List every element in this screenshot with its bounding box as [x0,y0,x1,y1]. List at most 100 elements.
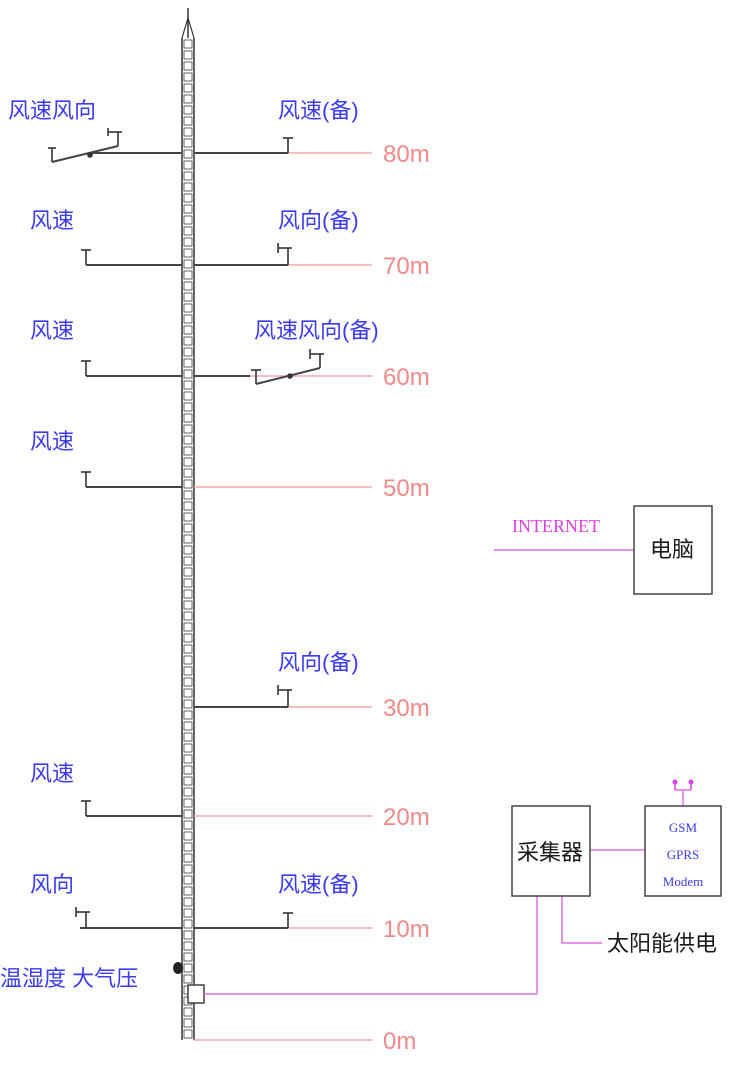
tower-lattice-cell [183,908,193,918]
anemometer-80-right-icon [283,137,293,153]
tower-lattice-cell [183,105,193,115]
computer-label: 电脑 [650,537,694,562]
tower-lattice-cell [183,941,193,951]
label-ground: 温湿度 大气压 [0,966,138,991]
tower-lattice-cell [183,831,193,841]
label-30-right: 风向(备) [278,650,359,675]
tower-lattice-cell [183,424,193,434]
height-label-60: 60m [383,364,430,391]
anemometer-10-right-icon [283,912,293,928]
tower-lattice-cell [183,930,193,940]
tower-lattice-cell [183,1007,193,1017]
tower-lattice-cell [183,1018,193,1028]
anemometer-70-left-icon [81,249,91,265]
tower-lattice-cell [183,523,193,533]
thermo-hygro-icon [173,962,183,974]
tower-lattice-cell [183,270,193,280]
modem-line-3: Modem [663,874,703,889]
modem-line-1: GSM [669,820,698,835]
height-label-10: 10m [383,916,430,943]
tower-lattice-cell [183,369,193,379]
computer: 电脑 [633,505,713,595]
solar-label: 太阳能供电 [607,931,717,956]
anemometer-80-left-icon [48,147,56,162]
data-logger: 采集器 [511,805,591,897]
tower [181,8,195,1040]
tower-lattice-cell [183,787,193,797]
tower-lattice-cell [183,182,193,192]
boom-80-left-vane [51,145,119,163]
vane-60-right-icon [309,349,324,368]
tower-lattice-cell [183,204,193,214]
antenna-icon [672,779,694,790]
label-70-right: 风向(备) [278,208,359,233]
tower-lattice-cell [183,919,193,929]
tower-lattice-cell [183,149,193,159]
height-lines [194,152,372,1041]
tower-lattice-cell [183,688,193,698]
tower-lattice-cell [183,358,193,368]
height-labels: 80m 70m 60m 50m 30m 20m 10m 0m [383,141,430,1055]
data-links [204,549,691,995]
tower-lattice-cell [183,820,193,830]
tower-lattice-cell [183,776,193,786]
tower-lattice-cell [183,798,193,808]
tower-lattice-cell [183,886,193,896]
tower-lattice-cell [183,633,193,643]
anemometer-20-left-icon [81,800,91,816]
tower-lattice-cell [183,963,193,973]
tower-lattice-cell [183,259,193,269]
tower-lattice-cell [183,655,193,665]
label-60-right: 风速风向(备) [254,318,379,343]
tower-lattice-cell [183,589,193,599]
tower-lattice-cell [183,347,193,357]
tower-lattice-cell [183,314,193,324]
tower-lattice-cell [183,325,193,335]
height-label-80: 80m [383,141,430,168]
label-60-left: 风速 [30,318,74,343]
booms [51,145,321,929]
tower-lattice-cell [183,644,193,654]
anemometer-50-left-icon [81,471,91,487]
tower-to-logger-cable [204,896,538,995]
tower-lattice-cell [183,50,193,60]
tower-lattice-cell [183,567,193,577]
tower-lattice-cell [183,864,193,874]
tower-lattice-cell [183,127,193,137]
tower-lattice-cell [183,116,193,126]
vane-70-right-icon [277,243,292,265]
tower-lattice-cell [183,446,193,456]
height-label-50: 50m [383,475,430,502]
tower-lattice-cell [183,336,193,346]
tower-lattice-cell [183,754,193,764]
tower-lattice-cell [183,600,193,610]
modem-line-2: GPRS [667,847,700,862]
tower-lattice-cell [183,743,193,753]
tower-lattice-cell [183,556,193,566]
solar-power-line [561,896,602,944]
label-80-left: 风速风向 [8,98,96,123]
label-10-right: 风速(备) [278,872,359,897]
tower-lattice-cell [183,534,193,544]
height-label-70: 70m [383,253,430,280]
tower-lattice-cell [183,292,193,302]
tower-lattice-cell [183,281,193,291]
tower-lattice-cell [183,138,193,148]
tower-lattice-cell [183,160,193,170]
label-80-right: 风速(备) [278,98,359,123]
tower-lattice-cell [183,512,193,522]
tower-lattice-cell [183,545,193,555]
tower-lattice-cell [183,83,193,93]
vane-80-left-icon [107,128,122,146]
tower-lattice-cell [183,435,193,445]
tower-lattice-cell [183,39,193,49]
tower-lattice-cell [183,842,193,852]
internet-label: INTERNET [512,516,600,536]
tower-lattice-cell [183,468,193,478]
tower-lattice-cell [183,413,193,423]
tower-lattice-cell [183,501,193,511]
height-label-20: 20m [383,804,430,831]
anemometer-60-right-icon [251,369,261,384]
label-20-left: 风速 [30,761,74,786]
